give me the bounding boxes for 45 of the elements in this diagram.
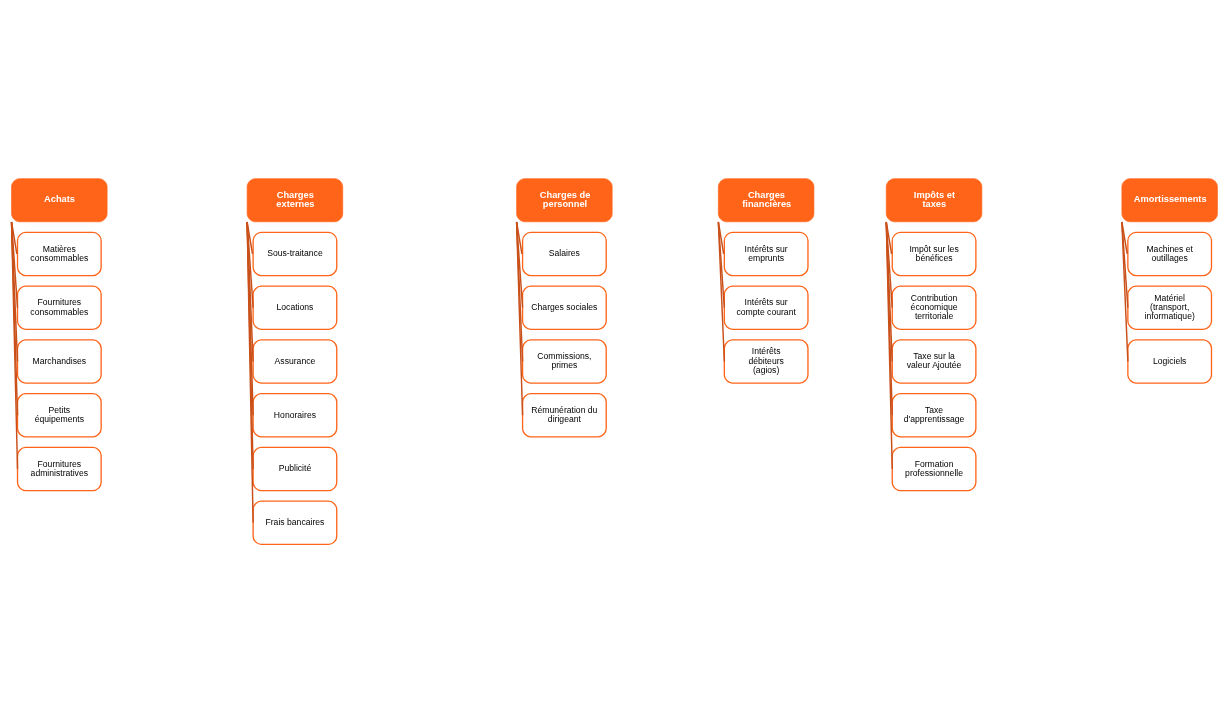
node-box: Matières consommables — [16, 231, 102, 276]
node-box: Fournitures consommables — [16, 285, 102, 330]
connector — [717, 220, 726, 362]
node-box: Salaires — [521, 231, 607, 276]
node-box: Taxe d'apprentissage — [891, 392, 977, 437]
node-box: Impôt sur les bénéfices — [891, 231, 977, 276]
node-box: Charges financières — [718, 177, 815, 222]
node-box: Contribution économique territoriale — [891, 285, 977, 330]
node-box: Charges sociales — [521, 285, 607, 330]
connector — [10, 220, 18, 255]
node-box: Frais bancaires — [252, 500, 338, 545]
node-box: Petits équipements — [16, 392, 102, 437]
node-box: Achats — [11, 177, 108, 222]
node-box: Honoraires — [252, 392, 338, 437]
connector — [515, 220, 524, 308]
connector — [10, 220, 19, 308]
connector — [515, 220, 523, 255]
connector — [515, 220, 524, 362]
node-box: Impôts et taxes — [885, 177, 983, 222]
node-box: Locations — [252, 285, 338, 330]
node-box: Formation professionnelle — [891, 446, 977, 491]
node-box: Publicité — [252, 446, 338, 491]
node-box: Commissions, primes — [521, 338, 607, 384]
node-box: Fournitures administratives — [16, 446, 102, 491]
node-box: Sous-traitance — [252, 231, 338, 276]
connector — [10, 220, 19, 362]
node-box: Intérêts sur compte courant — [723, 285, 809, 330]
node-box: Intérêts débiteurs (agios) — [723, 338, 809, 384]
node-box: Amortissements — [1121, 177, 1218, 222]
connector — [10, 220, 19, 416]
node-box: Intérêts sur emprunts — [723, 231, 809, 276]
node-box: Charges de personnel — [516, 177, 613, 222]
connector — [885, 220, 893, 470]
node-box: Machines et outillages — [1127, 231, 1213, 276]
node-box: Charges externes — [246, 177, 344, 222]
node-box: Assurance — [252, 338, 338, 384]
connector — [246, 220, 254, 523]
connector — [10, 220, 19, 470]
connector — [515, 220, 524, 416]
node-box: Matériel (transport, informatique) — [1127, 285, 1213, 330]
node-box: Marchandises — [16, 338, 102, 384]
node-box: Taxe sur la valeur Ajoutée — [891, 338, 977, 384]
connector — [1121, 220, 1129, 362]
node-box: Rémunération du dirigeant — [521, 392, 607, 437]
node-box: Logiciels — [1127, 338, 1213, 384]
